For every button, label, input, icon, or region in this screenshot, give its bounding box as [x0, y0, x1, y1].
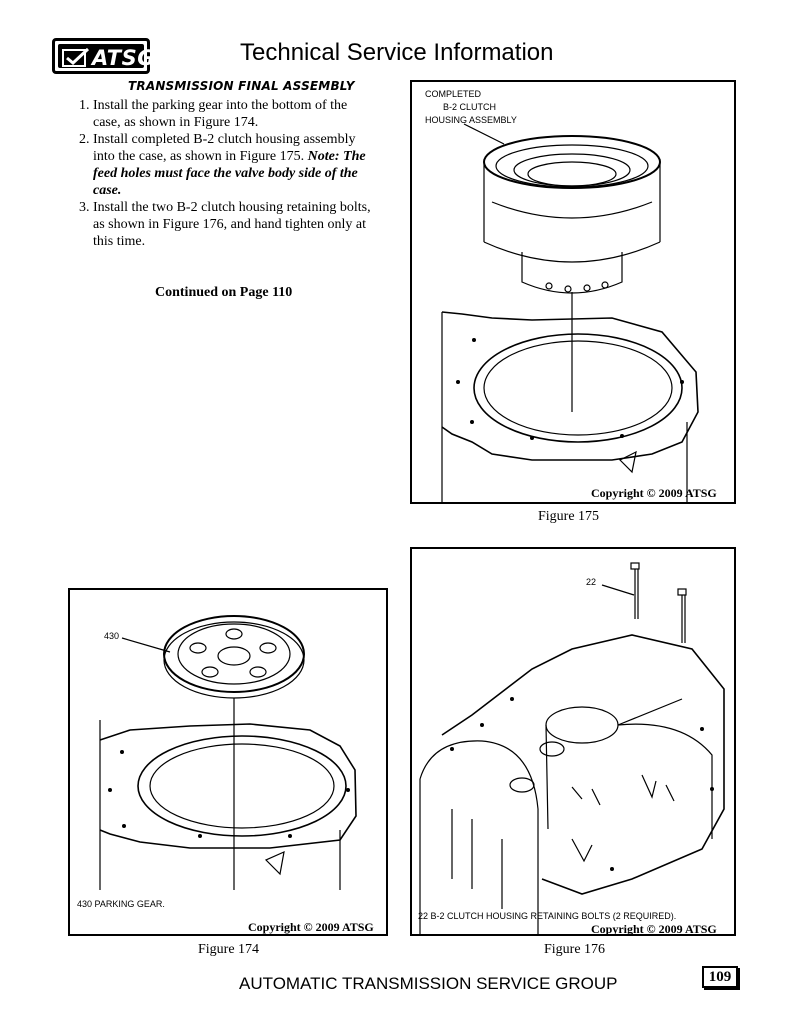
copyright: Copyright © 2009 ATSG — [248, 920, 374, 934]
step-number: 3. — [79, 200, 90, 215]
step-text: Install the parking gear into the bottom… — [93, 98, 348, 130]
callout-line: COMPLETED — [425, 89, 482, 99]
figure-caption: Figure 176 — [544, 942, 606, 957]
checkmark-icon — [62, 48, 90, 67]
footer-text: AUTOMATIC TRANSMISSION SERVICE GROUP — [239, 974, 618, 993]
clutch-housing-illustration — [441, 123, 699, 502]
callout-number: 430 — [104, 631, 120, 641]
copyright: Copyright © 2009 ATSG — [591, 486, 717, 500]
figure-caption: Figure 174 — [198, 942, 260, 957]
instruction-list: 1. Install the parking gear into the bot… — [76, 97, 376, 250]
figure-legend: 22 B-2 CLUTCH HOUSING RETAINING BOLTS (2… — [418, 911, 677, 921]
list-item: 2. Install completed B-2 clutch housing … — [76, 131, 376, 199]
callout-line: HOUSING ASSEMBLY — [425, 115, 517, 125]
parking-gear-illustration — [99, 615, 357, 890]
atsg-logo: ATSG — [52, 38, 154, 74]
figure-legend: 430 PARKING GEAR. — [77, 899, 165, 909]
page-number: 109 — [702, 966, 738, 988]
figure-caption: Figure 175 — [538, 509, 600, 524]
callout-number: 22 — [586, 577, 597, 587]
retaining-bolts-illustration — [419, 562, 725, 934]
figure-174: 430 430 PARKING GEAR. Copyright © 2009 A… — [68, 588, 388, 936]
step-text: Install the two B-2 clutch housing retai… — [93, 200, 371, 249]
page-title: Technical Service Information — [240, 39, 554, 66]
continued-note: Continued on Page 110 — [155, 285, 293, 300]
section-title: TRANSMISSION FINAL ASSEMBLY — [128, 79, 355, 93]
step-note: Note: The feed holes must face the valve… — [93, 149, 366, 198]
step-number: 1. — [79, 98, 90, 113]
logo-text: ATSG — [92, 46, 155, 70]
copyright: Copyright © 2009 ATSG — [591, 922, 717, 936]
figure-175: COMPLETED B-2 CLUTCH HOUSING ASSEMBLY Co… — [410, 80, 736, 504]
callout-line: B-2 CLUTCH — [443, 102, 497, 112]
step-text: Install completed B-2 clutch housing ass… — [93, 132, 356, 164]
figure-176: 22 22 B-2 CLUTCH HOUSING RETAINING BOLTS… — [410, 547, 736, 936]
list-item: 1. Install the parking gear into the bot… — [76, 97, 376, 131]
step-number: 2. — [79, 132, 90, 147]
list-item: 3. Install the two B-2 clutch housing re… — [76, 199, 376, 250]
callout-label: COMPLETED B-2 CLUTCH HOUSING ASSEMBLY — [425, 88, 517, 127]
